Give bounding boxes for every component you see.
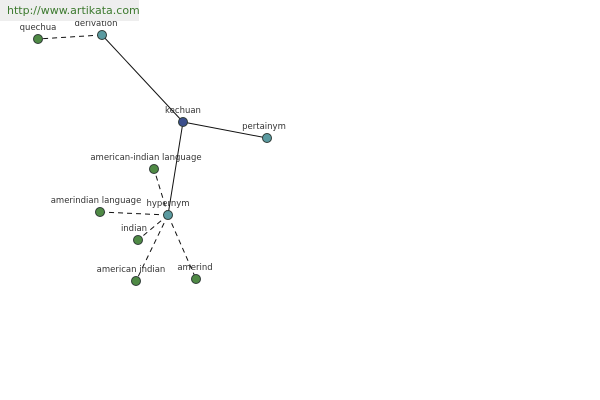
node-circle-kechuan[interactable] (178, 117, 188, 127)
node-circle-pertainym[interactable] (262, 133, 272, 143)
edge-derivation-quechua (37, 34, 103, 40)
node-label-hypernym: hypernym (146, 199, 189, 209)
node-amerindian-language[interactable]: amerindian language (51, 196, 142, 217)
node-label-american-indian-language: american-indian language (90, 153, 201, 163)
edge-hypernym-amerind (167, 214, 197, 280)
graph-edges (37, 34, 268, 282)
node-label-amerindian-language: amerindian language (51, 196, 142, 206)
node-amerind[interactable]: amerind (177, 263, 213, 284)
node-circle-amerindian-language[interactable] (95, 207, 105, 217)
node-circle-amerind[interactable] (191, 274, 201, 284)
node-label-american-indian: american indian (97, 265, 166, 275)
edge-hypernym-amerindian-language (99, 211, 169, 216)
node-circle-indian[interactable] (133, 235, 143, 245)
edge-kechuan-pertainym (182, 121, 268, 139)
node-indian[interactable]: indian (121, 224, 147, 245)
node-circle-american-indian[interactable] (131, 276, 141, 286)
node-quechua[interactable]: quechua (20, 23, 57, 44)
node-kechuan[interactable]: kechuan (165, 106, 201, 127)
node-american-indian-language[interactable]: american-indian language (90, 153, 202, 174)
node-label-derivation: derivation (74, 19, 117, 29)
edge-hypernym-indian (137, 214, 169, 241)
edge-hypernym-american-indian (135, 214, 169, 282)
edge-kechuan-hypernym (167, 121, 184, 216)
node-circle-quechua[interactable] (33, 34, 43, 44)
node-label-kechuan: kechuan (165, 106, 201, 116)
node-label-quechua: quechua (20, 23, 57, 33)
edge-kechuan-derivation (101, 34, 184, 123)
graph-nodes: kechuan derivation pertainym hypernym quechu… (20, 19, 286, 286)
node-derivation[interactable]: derivation (74, 19, 118, 40)
node-circle-derivation[interactable] (97, 30, 107, 40)
node-pertainym[interactable]: pertainym (242, 122, 286, 143)
site-url-label[interactable]: http://www.artikata.com (0, 0, 140, 21)
node-hypernym[interactable]: hypernym (146, 199, 190, 220)
edge-hypernym-american-indian-language (153, 168, 169, 216)
node-label-pertainym: pertainym (242, 122, 286, 132)
node-label-amerind: amerind (177, 263, 212, 273)
node-label-indian: indian (121, 224, 147, 234)
node-american-indian[interactable]: american indian (97, 265, 166, 286)
node-circle-hypernym[interactable] (163, 210, 173, 220)
node-circle-american-indian-language[interactable] (149, 164, 159, 174)
